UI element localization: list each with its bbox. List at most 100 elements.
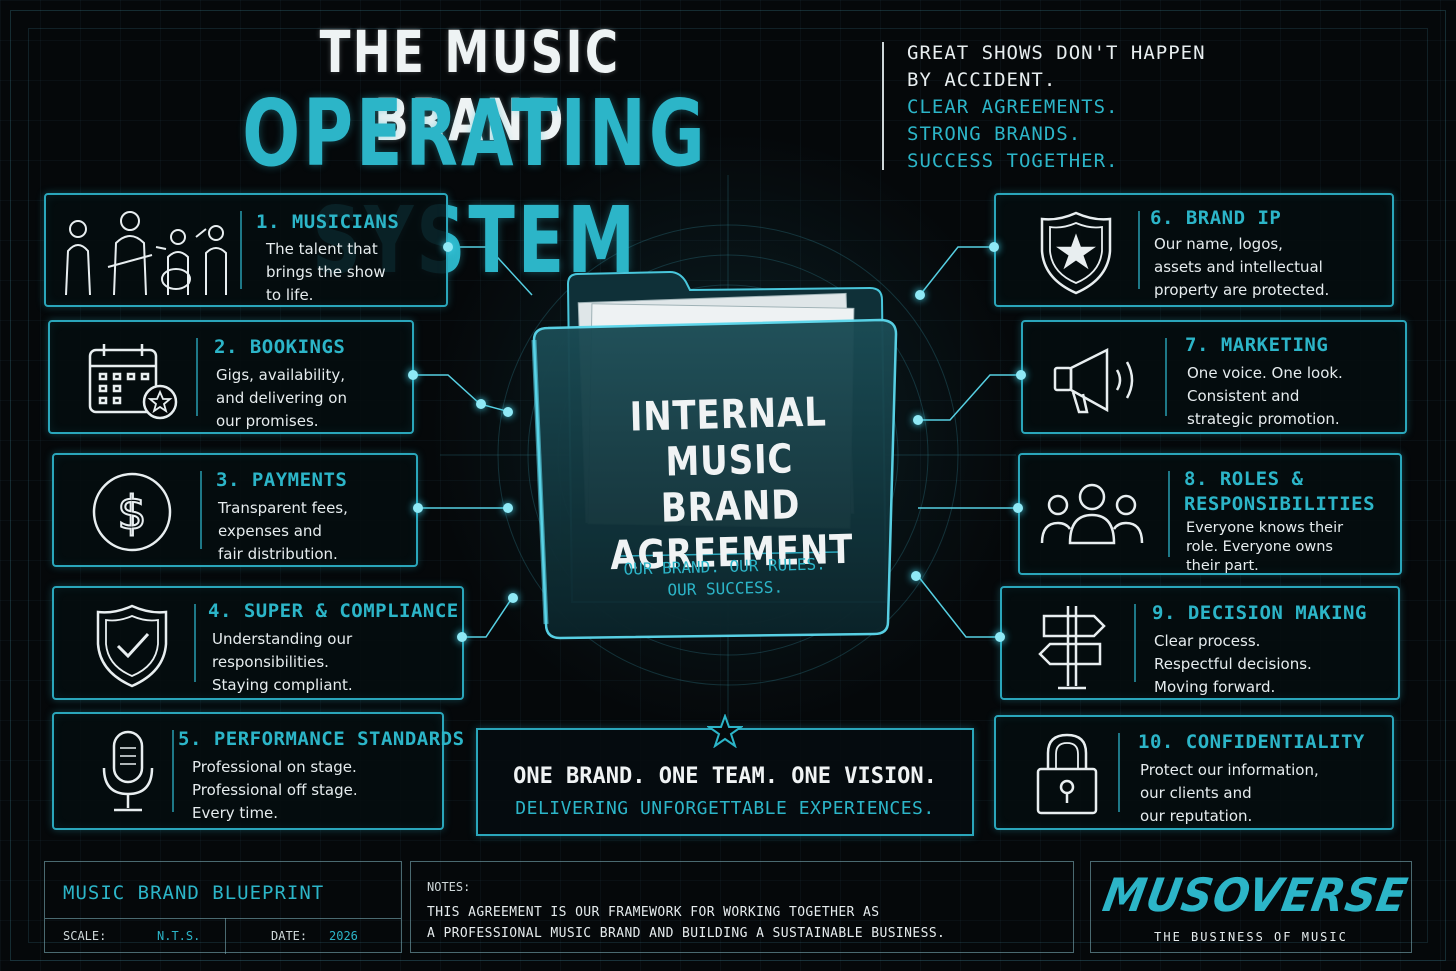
microphone-icon — [102, 730, 154, 812]
agreement-folder — [531, 270, 898, 640]
card-divider — [1138, 211, 1140, 289]
agreement-subtitle: OUR BRAND. OUR RULES. OUR SUCCESS. — [589, 552, 860, 603]
musoverse-logo: MUSOVERSE — [1099, 868, 1412, 922]
card-divider — [1118, 733, 1120, 812]
card-heading: 7. MARKETING — [1185, 334, 1329, 356]
connector-compliance — [462, 597, 513, 638]
calendar-star-icon — [88, 344, 178, 420]
tagline-white-line: BY ACCIDENT. — [907, 69, 1057, 91]
agreement-title: INTERNAL MUSIC BRAND AGREEMENT — [592, 388, 869, 579]
svg-text:$: $ — [117, 486, 146, 540]
connector-node — [508, 593, 518, 603]
card-heading: 4. SUPER & COMPLIANCE — [208, 600, 459, 622]
shield-star-icon — [1040, 211, 1112, 295]
outer-frame — [10, 10, 1446, 961]
card-heading: 10. CONFIDENTIALITY — [1138, 731, 1365, 753]
card-heading: 2. BOOKINGS — [214, 336, 346, 358]
connector-node — [503, 407, 513, 417]
connector-node — [911, 571, 921, 581]
scale-label: SCALE: — [63, 929, 107, 943]
card-musicians: 1. MUSICIANS The talent that brings the … — [44, 193, 448, 307]
tagline-teal-line: CLEAR AGREEMENTS. — [907, 96, 1119, 118]
agreement-title-line: MUSIC BRAND — [660, 436, 801, 532]
card-confidentiality: 10. CONFIDENTIALITY Protect our informat… — [994, 715, 1394, 830]
card-heading: 9. DECISION MAKING — [1152, 602, 1367, 624]
card-divider — [1168, 471, 1170, 557]
connector-node — [408, 370, 418, 380]
connector-node — [1013, 503, 1023, 513]
tagline-divider — [882, 42, 884, 170]
blueprint-divider — [225, 918, 226, 954]
connector-node — [915, 290, 925, 300]
signpost-icon — [1038, 606, 1106, 690]
blueprint-box: MUSIC BRAND BLUEPRINT SCALE: N.T.S. DATE… — [44, 861, 402, 954]
connector-node — [443, 242, 453, 252]
card-body: Protect our information, our clients and… — [1140, 761, 1319, 825]
banner-subline: DELIVERING UNFORGETTABLE EXPERIENCES. — [515, 798, 935, 819]
dollar-coin-icon: $ — [92, 472, 172, 552]
tagline-white: GREAT SHOWS DON'T HAPPEN BY ACCIDENT. — [907, 40, 1206, 94]
blueprint-title: MUSIC BRAND BLUEPRINT — [63, 882, 325, 904]
team-icon — [1040, 483, 1144, 545]
connector-decision — [917, 575, 1000, 638]
card-decision-making: 9. DECISION MAKING Clear process. Respec… — [1000, 586, 1400, 700]
card-payments: $ 3. PAYMENTS Transparent fees, expenses… — [52, 453, 418, 567]
inner-frame — [28, 28, 1428, 943]
connector-node — [1016, 370, 1026, 380]
page-title-line1: THE MUSIC BRAND — [319, 18, 621, 154]
card-heading: 5. PERFORMANCE STANDARDS — [178, 728, 465, 750]
connector-musicians — [448, 246, 533, 296]
blueprint-divider — [45, 918, 401, 919]
connector-marketing — [918, 374, 1021, 421]
card-bookings: 2. BOOKINGS Gigs, availability, and deli… — [48, 320, 414, 434]
connector-node — [989, 242, 999, 252]
connector-node — [476, 399, 486, 409]
connector-node — [913, 415, 923, 425]
card-body: The talent that brings the show to life. — [266, 240, 386, 304]
padlock-icon — [1036, 733, 1098, 815]
megaphone-icon — [1053, 347, 1134, 414]
card-body: Gigs, availability, and delivering on ou… — [216, 366, 347, 430]
card-marketing: 7. MARKETING One voice. One look. Consis… — [1021, 320, 1407, 434]
card-divider — [194, 604, 196, 682]
card-body: Transparent fees, expenses and fair dist… — [218, 499, 348, 563]
card-body: Understanding our responsibilities. Stay… — [212, 630, 353, 694]
card-body: Professional on stage. Professional off … — [192, 758, 358, 822]
card-roles-responsibilities: 8. ROLES & RESPONSIBILITIES Everyone kno… — [1018, 453, 1402, 575]
card-divider — [196, 338, 198, 416]
glow-ring-outer — [497, 224, 959, 686]
card-performance-standards: 5. PERFORMANCE STANDARDS Professional on… — [52, 712, 464, 830]
logo-tagline: THE BUSINESS OF MUSIC — [1154, 930, 1348, 944]
card-brand-ip: 6. BRAND IP Our name, logos, assets and … — [994, 193, 1394, 307]
card-heading: 3. PAYMENTS — [216, 469, 348, 491]
card-divider — [200, 471, 202, 549]
card-body: Our name, logos, assets and intellectual… — [1154, 235, 1330, 299]
tagline-white-line: GREAT SHOWS DON'T HAPPEN — [907, 42, 1206, 64]
notes-label: NOTES: — [427, 880, 471, 894]
connector-node — [995, 632, 1005, 642]
glow-ring-middle — [527, 254, 929, 656]
agreement-title-line: INTERNAL — [629, 389, 828, 441]
band-silhouette-icon — [65, 211, 227, 296]
vision-banner: ONE BRAND. ONE TEAM. ONE VISION. DELIVER… — [476, 714, 974, 836]
tagline-teal: CLEAR AGREEMENTS. STRONG BRANDS. SUCCESS… — [907, 94, 1118, 175]
connector-bookings — [413, 374, 511, 413]
card-super-compliance: 4. SUPER & COMPLIANCE Understanding our … — [52, 586, 464, 700]
card-divider — [172, 730, 174, 812]
card-body: Everyone knows their role. Everyone owns… — [1186, 520, 1344, 574]
card-heading: 8. ROLES & RESPONSIBILITIES — [1184, 468, 1376, 515]
folder-front-icon — [532, 318, 898, 640]
notes-line: A PROFESSIONAL MUSIC BRAND AND BUILDING … — [427, 926, 946, 941]
card-divider — [1165, 338, 1167, 416]
shield-check-icon — [96, 604, 168, 688]
connector-node — [503, 503, 513, 513]
scale-value: N.T.S. — [157, 929, 201, 943]
tagline-teal-line: STRONG BRANDS. — [907, 123, 1082, 145]
connector-brand-ip — [919, 246, 994, 296]
tagline-teal-line: SUCCESS TOGETHER. — [907, 150, 1119, 172]
card-heading: 6. BRAND IP — [1150, 207, 1282, 229]
connector-node — [457, 632, 467, 642]
card-divider — [240, 211, 242, 289]
brand-logo-box: MUSOVERSE THE BUSINESS OF MUSIC — [1090, 861, 1412, 953]
